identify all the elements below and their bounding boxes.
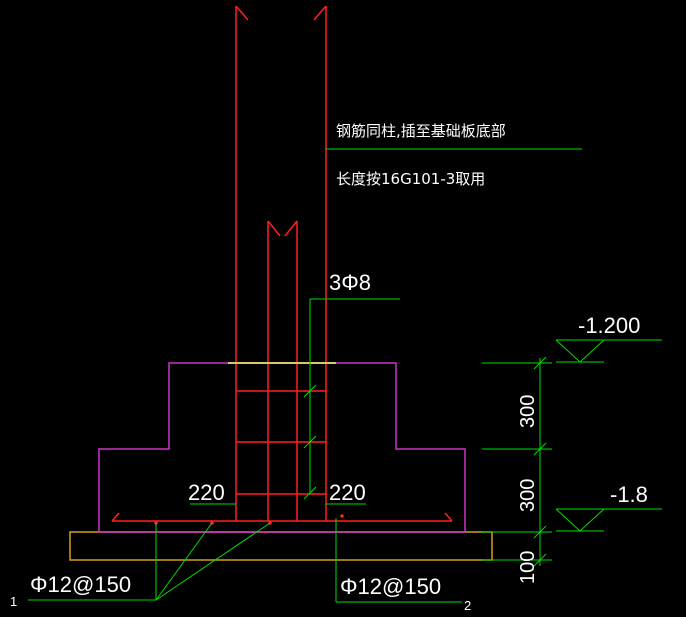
note-line-1: 钢筋同柱,插至基础板底部	[336, 122, 506, 140]
elevation-bottom-label: -1.8	[610, 482, 648, 507]
dim-tick	[533, 525, 547, 539]
bottom-bar-leader-1	[28, 522, 271, 601]
footing-outline	[98, 362, 466, 533]
dim-tick	[533, 442, 547, 456]
dim-tick	[533, 553, 547, 567]
bottom-bar-left-tag: 1	[10, 594, 17, 609]
stirrup-tick	[303, 486, 317, 500]
vertical-dimension-chain	[482, 356, 552, 567]
bottom-bar-right-tag: 2	[464, 598, 471, 613]
elevation-marker-bottom	[555, 508, 662, 532]
elevation-top-label: -1.200	[578, 313, 640, 338]
bottom-bar-leader-2	[335, 518, 462, 603]
stirrups	[228, 362, 336, 495]
offset-right-label: 220	[329, 480, 366, 505]
elevation-triangle-icon	[555, 339, 605, 363]
offset-left-label: 220	[188, 480, 225, 505]
column-inner-bar-left	[267, 220, 281, 521]
stirrup-tick	[303, 435, 317, 449]
leader-line	[155, 522, 213, 601]
bottom-rebar-dots	[154, 514, 344, 525]
bottom-bar-right-label: Φ12@150	[340, 574, 441, 599]
note-line-2: 长度按16G101-3取用	[336, 170, 485, 188]
column-dowel-right	[313, 5, 327, 521]
dim-middle-label: 300	[517, 479, 539, 512]
leader-line	[155, 522, 271, 601]
stirrup-leader	[303, 298, 400, 500]
elevation-marker-top	[555, 339, 662, 363]
column-dowel-left	[235, 5, 249, 521]
stirrup-label: 3Φ8	[329, 270, 371, 295]
bottom-rebar	[111, 512, 453, 522]
bottom-bar-left-label: Φ12@150	[30, 572, 131, 597]
stirrup-tick	[303, 384, 317, 398]
dim-upper-label: 300	[517, 395, 539, 428]
rebar-dot	[340, 514, 344, 518]
column-inner-bar-right	[284, 220, 298, 521]
elevation-triangle-icon	[555, 508, 605, 532]
dim-lower-label: 100	[517, 551, 539, 584]
dim-tick	[533, 356, 547, 370]
cushion-layer	[69, 531, 493, 561]
